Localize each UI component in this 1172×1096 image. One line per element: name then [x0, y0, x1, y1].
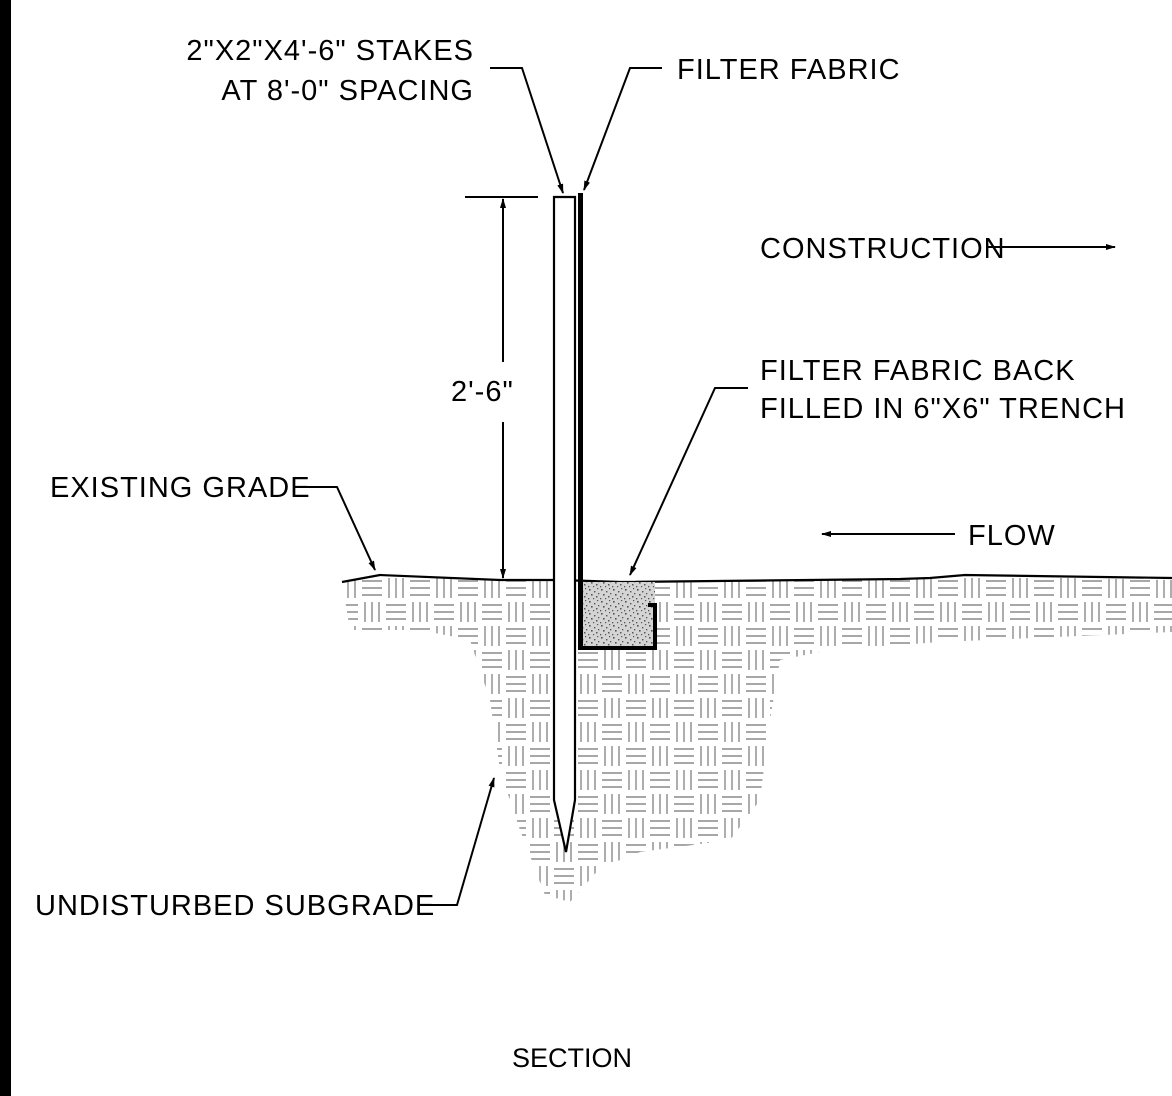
flow-label: FLOW — [968, 520, 1056, 552]
existing-grade-leader — [303, 486, 376, 571]
filter-fabric-leader — [583, 67, 662, 191]
backfill-label-line1: FILTER FABRIC BACK — [760, 355, 1076, 387]
filter-fabric — [578, 193, 583, 648]
stake — [552, 195, 577, 853]
undisturbed-subgrade-label: UNDISTURBED SUBGRADE — [35, 890, 435, 922]
stakes-label-line2: AT 8'-0" SPACING — [221, 75, 474, 107]
backfill-label-line2: FILLED IN 6"X6" TRENCH — [760, 393, 1126, 425]
trench-backfill — [580, 582, 655, 648]
construction-label: CONSTRUCTION — [760, 233, 1006, 265]
stakes-label-line1: 2"X2"X4'-6" STAKES — [186, 35, 474, 67]
dimension-label: 2'-6" — [451, 376, 514, 408]
left-border — [0, 0, 11, 1096]
undisturbed-subgrade-hatch — [342, 576, 1172, 902]
existing-grade-label: EXISTING GRADE — [50, 472, 311, 504]
filter-fabric-label: FILTER FABRIC — [677, 54, 901, 86]
backfill-leader — [629, 387, 748, 576]
section-title: SECTION — [512, 1043, 632, 1073]
undisturbed-subgrade-leader — [422, 777, 495, 906]
stakes-leader — [490, 67, 564, 194]
